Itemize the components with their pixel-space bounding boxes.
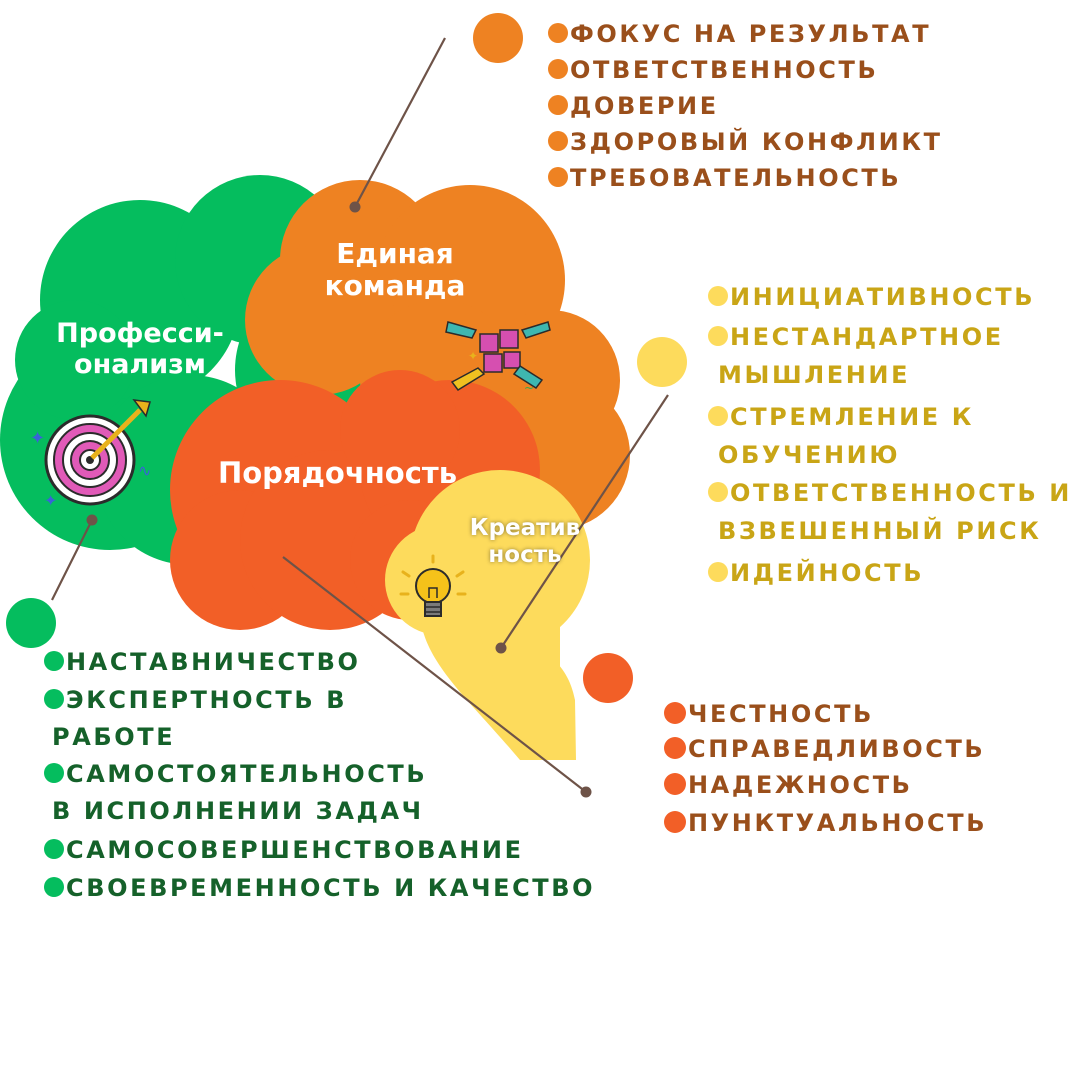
svg-text:✦: ✦ <box>30 428 45 449</box>
team-value-item: ФОКУС НА РЕЗУЛЬТАТ <box>548 16 931 52</box>
professionalism-value-item: САМОСТОЯТЕЛЬНОСТЬ В ИСПОЛНЕНИИ ЗАДАЧ <box>44 756 427 830</box>
decency-value-item: НАДЕЖНОСТЬ <box>664 767 913 803</box>
creativity-value-item: ОТВЕТСТВЕННОСТЬ И ВЗВЕШЕННЫЙ РИСК <box>708 474 1072 550</box>
team-value-item: ТРЕБОВАТЕЛЬНОСТЬ <box>548 160 901 196</box>
creativity-marker-circle <box>637 337 687 387</box>
decency-value-item: ПУНКТУАЛЬНОСТЬ <box>664 805 987 841</box>
value-text: НАСТАВНИЧЕСТВО <box>66 648 361 676</box>
bullet-dot <box>44 651 64 671</box>
svg-text:~: ~ <box>524 381 534 395</box>
value-text: СТРЕМЛЕНИЕ К <box>730 403 974 431</box>
value-text: ЭКСПЕРТНОСТЬ В <box>66 686 348 714</box>
value-text: ФОКУС НА РЕЗУЛЬТАТ <box>570 20 932 48</box>
value-text: ЗДОРОВЫЙ КОНФЛИКТ <box>570 128 943 156</box>
value-text: ИНИЦИАТИВНОСТЬ <box>730 283 1036 311</box>
decency-marker-circle <box>583 653 633 703</box>
decency-line-dot <box>580 786 592 798</box>
bullet-dot <box>44 877 64 897</box>
value-text: НАДЕЖНОСТЬ <box>688 771 913 799</box>
professionalism-value-item: СВОЕВРЕМЕННОСТЬ И КАЧЕСТВО <box>44 870 595 907</box>
value-text: ОТВЕТСТВЕННОСТЬ <box>570 56 879 84</box>
team-title: Единая команда <box>324 237 466 302</box>
bullet-dot <box>548 59 568 79</box>
bullet-dot <box>708 562 728 582</box>
bullet-dot <box>548 23 568 43</box>
bullet-dot <box>44 763 64 783</box>
value-text-continued: МЫШЛЕНИЕ <box>718 361 911 389</box>
lightbulb-icon <box>399 554 467 617</box>
value-text-continued: ОБУЧЕНИЮ <box>718 441 901 469</box>
svg-text:∿: ∿ <box>138 461 151 480</box>
value-text: ДОВЕРИЕ <box>570 92 719 120</box>
bullet-dot <box>44 839 64 859</box>
value-text: ЧЕСТНОСТЬ <box>688 700 874 728</box>
bullet-dot <box>548 167 568 187</box>
creativity-value-item: НЕСТАНДАРТНОЕ МЫШЛЕНИЕ <box>708 318 1004 394</box>
team-value-item: ОТВЕТСТВЕННОСТЬ <box>548 52 878 88</box>
decency-title: Порядочность <box>217 456 458 490</box>
puzzle-hands-icon: ✦ ~ <box>445 321 551 395</box>
svg-text:✦: ✦ <box>44 491 57 510</box>
team-marker-circle <box>473 13 523 63</box>
value-text: САМОСТОЯТЕЛЬНОСТЬ <box>66 760 428 788</box>
professionalism-title: Професси- онализм <box>56 318 224 380</box>
professionalism-value-item: НАСТАВНИЧЕСТВО <box>44 644 361 681</box>
value-text-continued: РАБОТЕ <box>52 723 176 751</box>
value-text: ПУНКТУАЛЬНОСТЬ <box>688 809 988 837</box>
value-text: СВОЕВРЕМЕННОСТЬ И КАЧЕСТВО <box>66 874 596 902</box>
bullet-dot <box>664 773 686 795</box>
creativity-value-item: СТРЕМЛЕНИЕ К ОБУЧЕНИЮ <box>708 398 974 474</box>
bullet-dot <box>708 326 728 346</box>
creativity-title: Креатив ность <box>469 515 581 568</box>
value-text: НЕСТАНДАРТНОЕ <box>730 323 1004 351</box>
bullet-dot <box>664 737 686 759</box>
decency-value-item: ЧЕСТНОСТЬ <box>664 696 874 732</box>
value-text-continued: ВЗВЕШЕННЫЙ РИСК <box>718 517 1042 545</box>
creativity-value-item: ИНИЦИАТИВНОСТЬ <box>708 278 1035 316</box>
creativity-line-dot <box>495 642 507 654</box>
value-text: СПРАВЕДЛИВОСТЬ <box>688 735 986 763</box>
professionalism-line-dot <box>86 514 98 526</box>
creativity-cloud <box>385 470 590 760</box>
professionalism-marker-circle <box>6 598 56 648</box>
bullet-dot <box>708 286 728 306</box>
bullet-dot <box>664 702 686 724</box>
target-with-arrow-icon: ✦ ✦ ∿ <box>30 399 151 510</box>
bullet-dot <box>664 811 686 833</box>
svg-text:✦: ✦ <box>468 349 478 363</box>
bullet-dot <box>708 406 728 426</box>
bullet-dot <box>548 131 568 151</box>
decency-value-item: СПРАВЕДЛИВОСТЬ <box>664 731 985 767</box>
connector-lines <box>51 37 669 793</box>
bullet-dot <box>548 95 568 115</box>
value-text: САМОСОВЕРШЕНСТВОВАНИЕ <box>66 836 524 864</box>
value-text: ИДЕЙНОСТЬ <box>730 559 925 587</box>
bullet-dot <box>708 482 728 502</box>
value-text: ТРЕБОВАТЕЛЬНОСТЬ <box>570 164 902 192</box>
value-text-continued: В ИСПОЛНЕНИИ ЗАДАЧ <box>52 797 424 825</box>
creativity-value-item: ИДЕЙНОСТЬ <box>708 554 924 592</box>
team-value-item: ЗДОРОВЫЙ КОНФЛИКТ <box>548 124 943 160</box>
professionalism-value-item: ЭКСПЕРТНОСТЬ В РАБОТЕ <box>44 682 347 756</box>
professionalism-value-item: САМОСОВЕРШЕНСТВОВАНИЕ <box>44 832 524 869</box>
team-cloud <box>245 180 630 530</box>
bullet-dot <box>44 689 64 709</box>
team-value-item: ДОВЕРИЕ <box>548 88 719 124</box>
team-line-dot <box>349 201 361 213</box>
value-text: ОТВЕТСТВЕННОСТЬ И <box>730 479 1072 507</box>
